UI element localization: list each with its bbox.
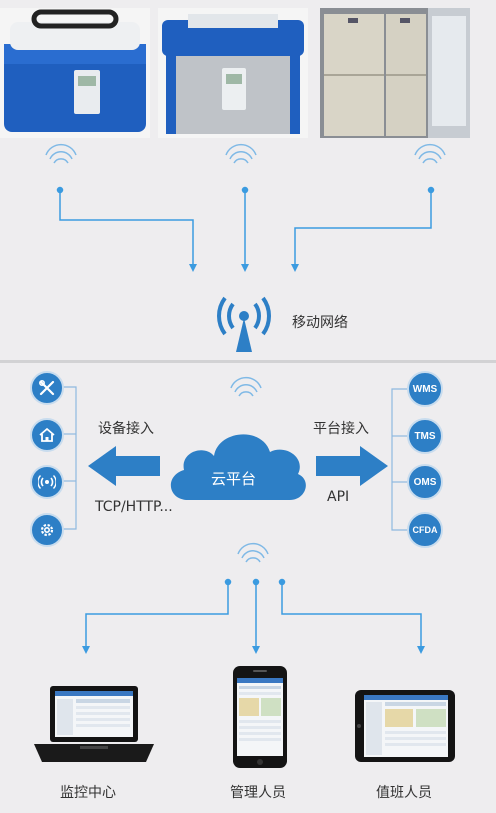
- left-bracket: [62, 386, 77, 530]
- device-access-arrow: [88, 446, 160, 486]
- blue-cooler-box-photo: [0, 8, 150, 138]
- mobile-network-label: 移动网络: [292, 315, 348, 331]
- silver-cooler-box-photo: [158, 8, 308, 138]
- wifi-icon-1: [45, 143, 77, 164]
- system-tms: TMS: [407, 418, 443, 454]
- cloud-platform-label: 云平台: [211, 470, 257, 488]
- monitoring-center-label: 监控中心: [60, 785, 116, 801]
- wifi-icon-cloud: [230, 376, 262, 397]
- system-cfda: CFDA: [407, 512, 443, 548]
- system-oms: OMS: [407, 464, 443, 500]
- medical-refrigerator-photo: [320, 8, 470, 138]
- system-wms: WMS: [407, 371, 443, 407]
- protocol-label: TCP/HTTP...: [95, 499, 173, 515]
- device-access-label: 设备接入: [98, 421, 154, 437]
- api-label: API: [327, 489, 350, 505]
- smartphone-icon: [233, 666, 287, 768]
- top-connectors: [56, 186, 435, 272]
- platform-access-label: 平台接入: [313, 421, 369, 437]
- laptop-icon: [34, 686, 154, 762]
- wifi-icon-2: [225, 143, 257, 164]
- wifi-icon-3: [414, 143, 446, 164]
- cloud-shape: [170, 434, 306, 500]
- tools-icon: [30, 371, 64, 405]
- bottom-connectors: [82, 578, 425, 654]
- section-divider: [0, 360, 496, 363]
- tablet-icon: [355, 690, 455, 762]
- right-bracket: [391, 388, 408, 531]
- wifi-icon-bottom: [237, 542, 269, 563]
- home-icon: [30, 418, 64, 452]
- on-duty-staff-label: 值班人员: [376, 785, 432, 801]
- managers-label: 管理人员: [230, 785, 286, 801]
- platform-access-arrow: [316, 446, 388, 486]
- signal-icon: [30, 465, 64, 499]
- gear-icon: [30, 513, 64, 547]
- antenna-icon: [217, 296, 271, 352]
